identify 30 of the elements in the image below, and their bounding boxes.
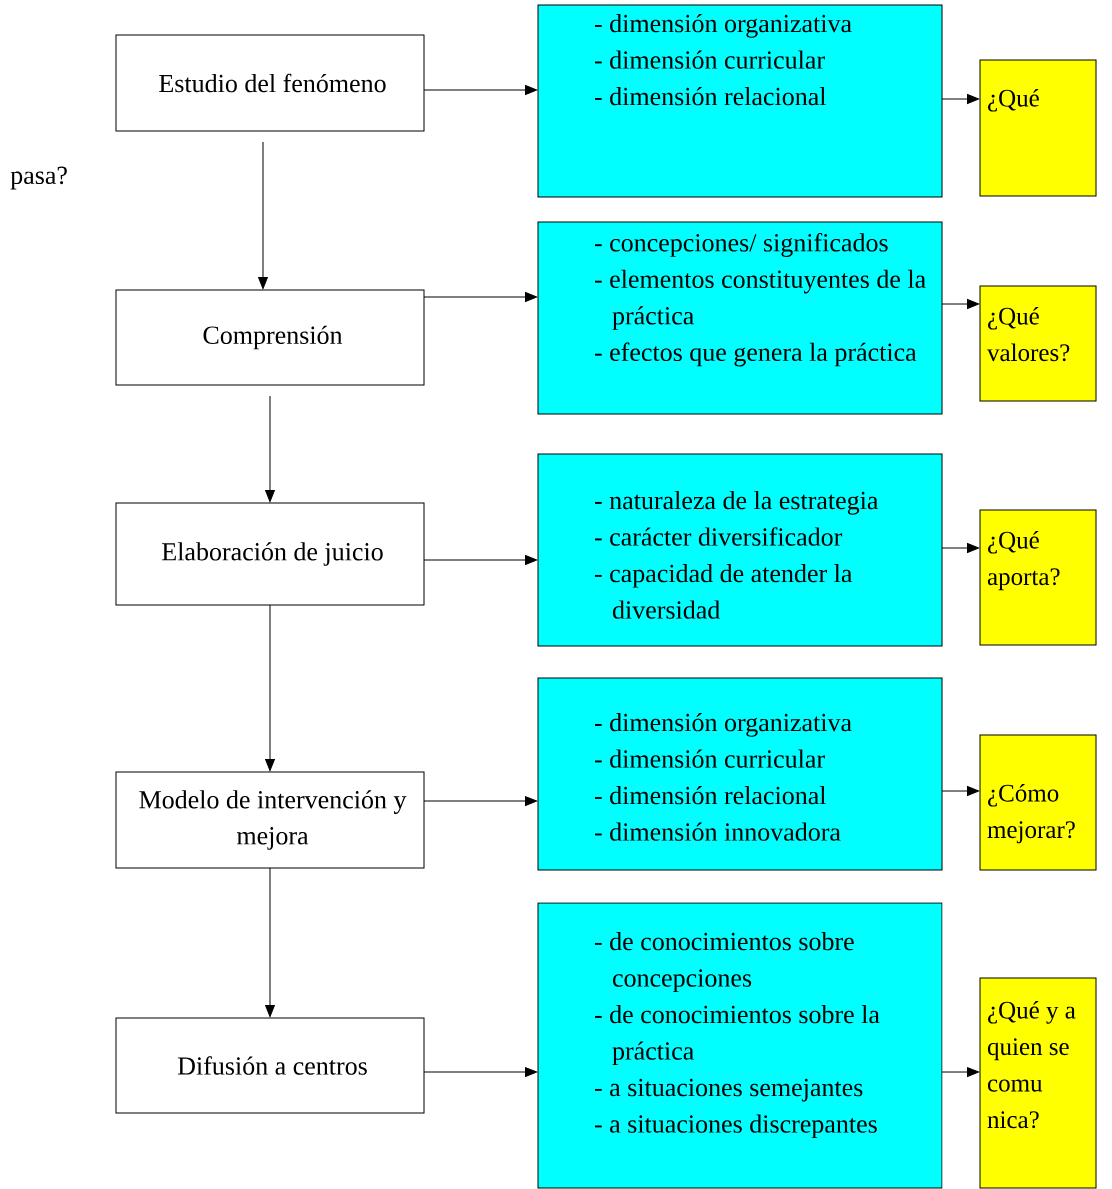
arrow [941,299,980,309]
process-box: Comprensión [115,289,425,386]
question-box: ¿Qué [979,59,1097,197]
process-box: Modelo de intervención y mejora [115,771,425,869]
list-box: - naturaleza de la estrategia - carácter diversificador - capacidad de atender la diversidad [537,453,943,647]
arrow [265,604,275,772]
list-box: - dimensión organizativa - dimensión curricular - dimensión relacional - dimensión innovadora [537,677,943,871]
list-box: - dimensión organizativa - dimensión curricular - dimensión relacional [537,4,943,198]
arrow [423,292,538,302]
arrow [941,786,980,796]
process-box: Elaboración de juicio [115,502,425,606]
question-box: ¿Cómo mejorar? [979,734,1097,871]
label-text: pasa? [10,166,67,190]
list-box: - de conocimientos sobre concepciones - de conocimientos sobre la práctica - a situaciones semejantes - a situaciones discrepantes [537,902,943,1189]
question-box: ¿Qué aporta? [979,509,1097,646]
process-box: Difusión a centros [115,1017,425,1114]
arrow [941,543,980,553]
question-box: ¿Qué valores? [979,285,1097,402]
arrow [265,867,275,1018]
list-box: - concepciones/ significados - elementos constituyentes de la práctica - efectos que genera la práctica [537,221,943,415]
arrow [423,796,538,806]
arrow [423,1067,538,1077]
arrow [258,141,268,290]
arrow [941,94,980,104]
question-box: ¿Qué y a quien se comu nica? [979,977,1097,1189]
arrow [941,1067,980,1077]
arrow [423,555,538,565]
arrow [423,85,538,95]
arrow [265,395,275,503]
process-box: Estudio del fenómeno [115,34,425,132]
